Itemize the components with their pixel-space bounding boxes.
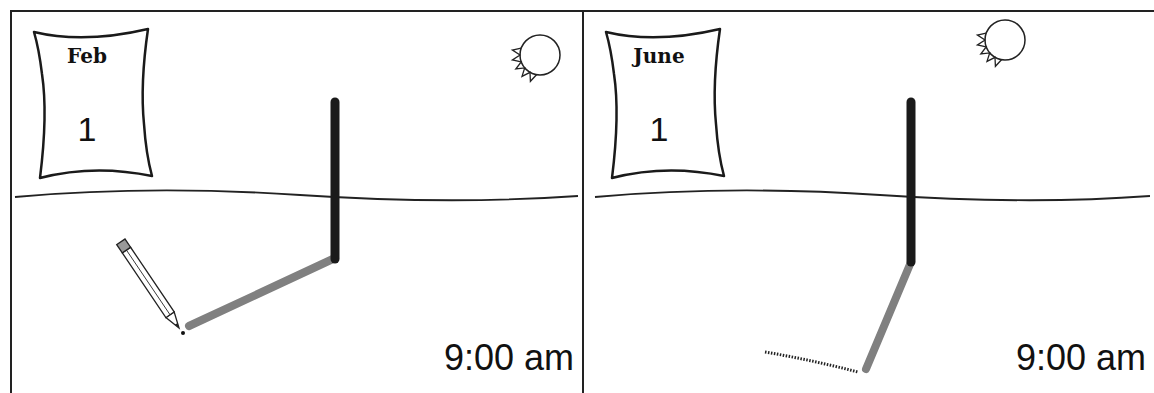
scene-panel: 9:00 am June 1: [582, 10, 1154, 393]
shadow-track: [765, 352, 858, 372]
sun-symbol: [512, 35, 560, 81]
vertical-pole: [907, 102, 916, 262]
shadow-tip-mark: [181, 331, 185, 335]
calendar-page: Feb 1: [24, 24, 156, 184]
horizon-line: [15, 190, 578, 200]
day-number: 1: [596, 110, 722, 149]
vertical-pole: [331, 102, 340, 259]
month-label: Feb: [24, 44, 150, 68]
day-number: 1: [24, 110, 150, 149]
sun-symbol: [977, 20, 1025, 66]
pencil-symbol: [117, 239, 183, 331]
month-label: June: [596, 44, 722, 68]
pole-shadow: [189, 258, 335, 326]
calendar-page: June 1: [596, 24, 728, 184]
time-label: 9:00 am: [1016, 337, 1146, 379]
time-label: 9:00 am: [444, 337, 574, 379]
horizon-line: [595, 190, 1150, 200]
scene-panel: 9:00 am Feb 1: [10, 10, 582, 393]
pole-shadow: [866, 262, 911, 369]
